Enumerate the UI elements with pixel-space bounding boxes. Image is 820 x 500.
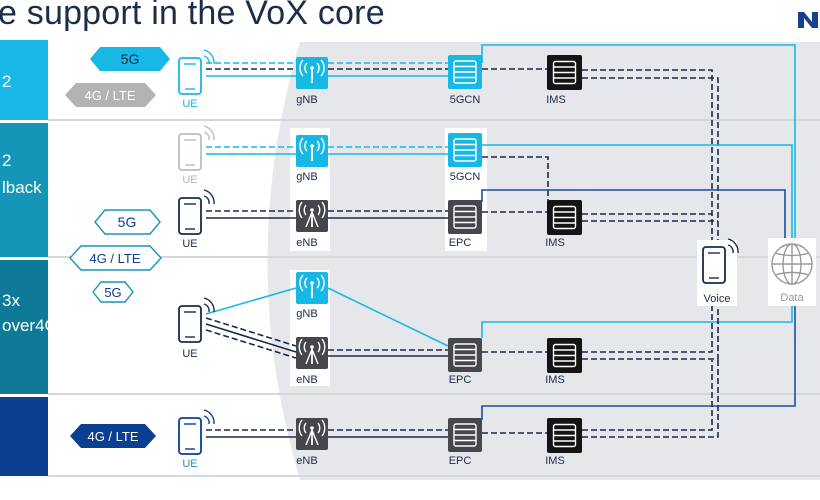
row-1-bar — [0, 40, 48, 120]
epc-row4-label: EPC — [449, 455, 472, 467]
data-label: Data — [780, 292, 804, 304]
svg-text:4G / LTE: 4G / LTE — [84, 88, 135, 103]
epc-row3-label: EPC — [449, 374, 472, 386]
ims-row2-icon — [547, 200, 582, 235]
ue-row2-ghost-phone-icon — [178, 125, 215, 171]
ims-row4-label: IMS — [545, 455, 565, 467]
slide-title: e support in the VoX core — [0, 0, 385, 32]
row-3-label-line-2: over4G — [2, 316, 58, 335]
epc-row3-icon — [448, 338, 482, 372]
gnb-row2-label: gNB — [296, 171, 317, 183]
epc-row2-icon — [448, 200, 482, 234]
svg-text:4G / LTE: 4G / LTE — [87, 429, 138, 444]
enb-row2-label: eNB — [296, 237, 317, 249]
ue-row4-label: UE — [182, 458, 197, 470]
badge-5g-row3: 5G — [92, 281, 134, 303]
ims-row3-label: IMS — [545, 374, 565, 386]
badge-lte-row1: 4G / LTE — [65, 83, 156, 107]
enb-row3-tower-icon — [296, 337, 328, 369]
row-4-bar — [0, 397, 48, 476]
core-5gcn-row1-label: 5GCN — [450, 94, 481, 106]
ue-row2-phone-icon — [178, 189, 215, 235]
ue-row1-label: UE — [182, 98, 197, 110]
ue-row4-phone-icon — [178, 409, 215, 455]
ims-row3-icon — [547, 338, 582, 373]
badge-lte-row4: 4G / LTE — [70, 424, 156, 448]
gnb-row2-antenna-icon — [296, 135, 328, 167]
svg-text:5G: 5G — [118, 214, 137, 230]
svg-text:5G: 5G — [121, 51, 140, 67]
enb-row3-label: eNB — [296, 374, 317, 386]
enb-row4-tower-icon — [296, 418, 328, 450]
enb-row2-tower-icon — [296, 200, 328, 232]
gnb-row1-antenna-icon — [296, 57, 328, 89]
core-background-band — [267, 42, 820, 480]
ue-row2-ghost-label: UE — [182, 174, 197, 186]
core-5gcn-row2-icon — [448, 133, 482, 167]
row-1-label: 2 — [2, 72, 11, 91]
row-2-bar — [0, 123, 48, 257]
gnb-row1-label: gNB — [296, 94, 317, 106]
svg-text:4G / LTE: 4G / LTE — [89, 251, 140, 266]
ue-row3-phone-icon — [178, 297, 215, 343]
row-2-label-line-1: 2 — [2, 151, 11, 170]
core-5gcn-row1-icon — [448, 55, 482, 89]
row-separators — [48, 119, 820, 477]
data-globe-icon — [771, 243, 813, 285]
badge-5g-row2: 5G — [94, 209, 161, 235]
badge-lte-row2: 4G / LTE — [69, 245, 162, 271]
row-3-bar — [0, 260, 48, 394]
ue-row3-label: UE — [182, 348, 197, 360]
epc-row4-icon — [448, 418, 482, 452]
badge-5g-row1: 5G — [90, 47, 170, 71]
brand-logo — [798, 12, 818, 28]
voice-label: Voice — [704, 293, 731, 305]
row-3-label-line-1: 3x — [2, 291, 20, 310]
gnb-row3-antenna-icon — [296, 272, 328, 304]
ims-row1-icon — [547, 55, 582, 90]
svg-text:5G: 5G — [104, 285, 121, 300]
ims-row2-label: IMS — [545, 237, 565, 249]
core-5gcn-row2-label: 5GCN — [450, 171, 481, 183]
connection-lines — [205, 44, 796, 438]
ims-row1-label: IMS — [546, 94, 566, 106]
row-2-label-line-2: lback — [2, 178, 42, 197]
ue-row2-label: UE — [182, 238, 197, 250]
enb-row4-label: eNB — [296, 455, 317, 467]
epc-row2-label: EPC — [449, 237, 472, 249]
gnb-row3-label: gNB — [296, 308, 317, 320]
row-label-bars — [0, 40, 48, 476]
ue-row1-phone-icon — [178, 49, 215, 95]
ims-row4-icon — [547, 418, 582, 453]
